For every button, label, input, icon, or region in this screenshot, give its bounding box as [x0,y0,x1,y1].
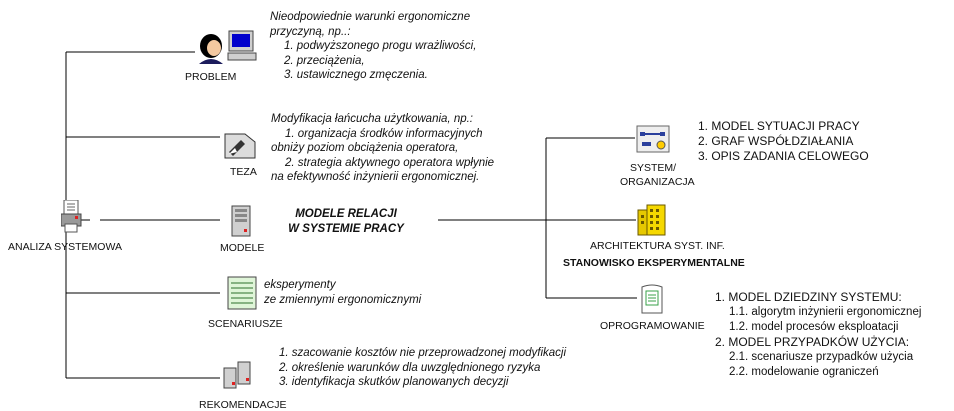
teza-line1: Modyfikacja łańcucha użytkowania, np.: [271,113,473,125]
software-screen-icon [641,284,663,314]
oprog-item1b: 1.2. model procesów eksploatacji [729,321,899,333]
problem-description: Nieodpowiednie warunki ergonomiczne przy… [270,10,476,83]
rekomendacje-item2: 2. określenie warunków dla uwzględnioneg… [279,361,541,374]
problem-line1: Nieodpowiednie warunki ergonomiczne [270,11,471,23]
teza-line5: na efektywność inżynierii ergonomicznej. [271,171,480,183]
problem-item1: 1. podwyższonego progu wrażliwości, [284,40,477,52]
printer-document-icon [61,200,82,233]
modele-line2: W SYSTEMIE PRACY [288,222,404,235]
oprogramowanie-label: OPROGRAMOWANIE [600,320,705,332]
problem-line2: przyczyną, np..: [270,25,351,38]
teza-description: Modyfikacja łańcucha użytkowania, np.: 1… [271,112,494,185]
teza-line4: 2. strategia aktywnego operatora wpłynie [285,156,495,169]
server-tower-icon [231,205,251,237]
problem-item2: 2. przeciążenia, [284,54,365,67]
problem-label: PROBLEM [185,71,237,83]
oprog-item2a: 2.1. scenariusze przypadków użycia [729,351,914,363]
oprog-item1a: 1.1. algorytm inżynierii ergonomicznej [729,306,922,318]
rekomendacje-label: REKOMENDACJE [199,399,287,411]
rekomendacje-item3: 3. identyfikacja skutków planowanych dec… [279,376,509,388]
oprogramowanie-list: 1. MODEL DZIEDZINY SYSTEMU: 1.1. algoryt… [715,290,921,380]
modele-description: MODELE RELACJI W SYSTEMIE PRACY [278,207,414,236]
scenariusze-label: SCENARIUSZE [208,318,283,330]
oprog-item2b: 2.2. modelowanie ograniczeń [729,366,879,378]
scenariusze-description: eksperymenty ze zmiennymi ergonomicznymi [264,278,421,307]
network-diagram-icon [636,125,670,153]
modele-line1: MODELE RELACJI [295,208,397,220]
system-org-line1: SYSTEM/ [629,162,677,174]
problem-item3: 3. ustawicznego zmęczenia. [284,69,428,81]
modele-label: MODELE [220,242,265,254]
rekomendacje-description: 1. szacowanie kosztów nie przeprowadzone… [279,346,566,390]
scenariusze-line1: eksperymenty [264,279,336,291]
document-pen-icon [224,133,256,159]
teza-label: TEZA [230,166,257,178]
user-at-computer-icon [199,30,257,64]
system-item1: 1. MODEL SYTUACJI PRACY [698,119,860,133]
teza-line2: 1. organizacja środków informacyjnych [285,127,483,140]
stanowisko-label: STANOWISKO EKSPERYMENTALNE [563,257,745,269]
building-icon [637,204,666,236]
rekomendacje-item1: 1. szacowanie kosztów nie przeprowadzone… [279,347,567,359]
system-list: 1. MODEL SYTUACJI PRACY 2. GRAF WSPÓŁDZI… [698,119,869,164]
multi-computer-icon [223,361,251,389]
system-org-label: SYSTEM/ ORGANIZACJA [620,161,695,189]
scenariusze-line2: ze zmiennymi ergonomicznymi [264,293,422,306]
notepad-icon [227,276,257,310]
root-label: ANALIZA SYSTEMOWA [8,241,122,253]
teza-line3: obniży poziom obciążenia operatora, [271,142,459,154]
oprog-item2: 2. MODEL PRZYPADKÓW UŻYCIA: [715,335,910,349]
system-item2: 2. GRAF WSPÓŁDZIAŁANIA [698,134,854,148]
architektura-label: ARCHITEKTURA SYST. INF. [590,240,725,252]
system-org-line2: ORGANIZACJA [620,176,695,188]
oprog-item1: 1. MODEL DZIEDZINY SYSTEMU: [715,290,902,304]
system-item3: 3. OPIS ZADANIA CELOWEGO [698,149,869,163]
